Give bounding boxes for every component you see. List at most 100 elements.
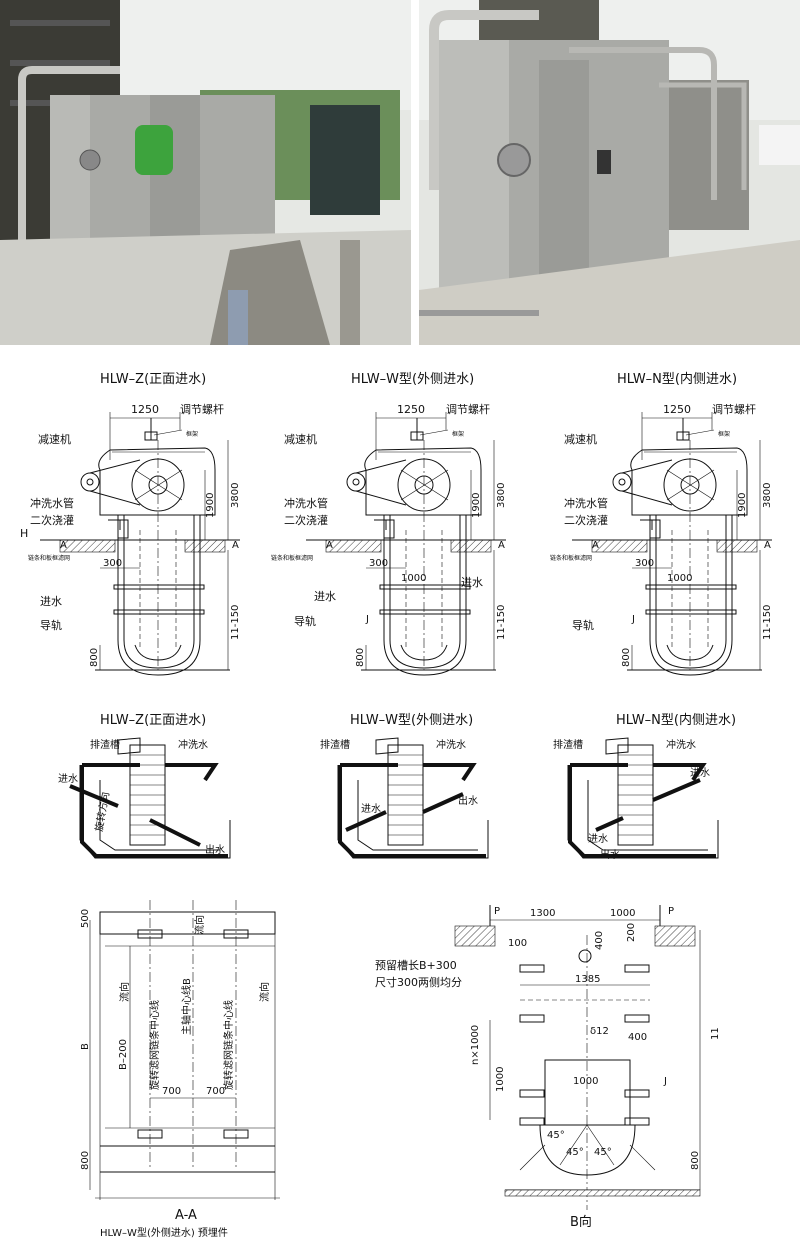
svg-text:1900: 1900 [471, 493, 482, 518]
svg-text:1300: 1300 [530, 908, 555, 919]
svg-text:1000: 1000 [610, 908, 635, 919]
svg-text:旋转滤网链条中心线: 旋转滤网链条中心线 [148, 1000, 161, 1090]
svg-text:300: 300 [369, 558, 388, 569]
svg-text:1900: 1900 [205, 493, 216, 518]
svg-text:700: 700 [162, 1086, 181, 1097]
svg-text:HLW–W型(外侧进水): HLW–W型(外侧进水) [350, 713, 473, 728]
svg-text:A: A [232, 540, 239, 551]
svg-text:进水: 进水 [314, 590, 336, 603]
svg-text:减速机: 减速机 [284, 432, 317, 446]
isometric-hlw-z: HLW–Z(正面进水) 排渣槽 冲洗水 进水 旋转方向 出水 [58, 713, 232, 860]
svg-text:框架: 框架 [452, 430, 464, 438]
svg-text:45°: 45° [566, 1147, 584, 1158]
svg-text:二次浇灌: 二次浇灌 [564, 513, 608, 527]
svg-text:A: A [326, 540, 333, 551]
elevation-title: HLW–N型(内侧进水) [617, 371, 737, 387]
elevation-title: HLW–W型(外侧进水) [351, 372, 474, 387]
svg-text:1250: 1250 [397, 403, 425, 416]
elevation-hlw-n: HLW–N型(内侧进水) 1250 调节螺杆 框架 减速机 冲洗水管 二次浇灌 … [550, 371, 773, 676]
svg-text:冲洗水: 冲洗水 [178, 738, 208, 751]
svg-text:链条和板框滤网: 链条和板框滤网 [271, 554, 313, 562]
svg-text:A: A [498, 540, 505, 551]
svg-text:出水: 出水 [205, 843, 225, 856]
svg-text:J: J [365, 614, 369, 625]
svg-text:1250: 1250 [131, 403, 159, 416]
svg-text:导轨: 导轨 [40, 618, 62, 632]
svg-text:800: 800 [690, 1151, 701, 1170]
svg-text:P: P [494, 906, 500, 917]
svg-text:45°: 45° [594, 1147, 612, 1158]
svg-text:B向: B向 [570, 1214, 592, 1230]
svg-text:J: J [663, 1076, 667, 1087]
svg-text:11: 11 [710, 1027, 721, 1040]
svg-text:500: 500 [80, 909, 91, 928]
svg-text:B: B [80, 1043, 91, 1050]
svg-text:1000: 1000 [401, 573, 426, 584]
svg-text:1000: 1000 [667, 573, 692, 584]
svg-text:旋转滤网链条中心线: 旋转滤网链条中心线 [222, 1000, 235, 1090]
section-a-a: 500 B 800 B–200 700 700 流向 流向 流向 旋转滤网链条中… [80, 900, 280, 1239]
svg-text:1000: 1000 [495, 1067, 506, 1092]
svg-text:11-150: 11-150 [762, 605, 773, 640]
svg-text:A: A [592, 540, 599, 551]
svg-text:HLW–W型(外侧进水) 预埋件: HLW–W型(外侧进水) 预埋件 [100, 1226, 228, 1239]
svg-text:减速机: 减速机 [564, 432, 597, 446]
svg-text:减速机: 减速机 [38, 432, 71, 446]
elevation-hlw-w: HLW–W型(外侧进水) 1250 调节螺杆 框架 减速机 冲洗水管 二次浇灌 … [271, 372, 507, 676]
technical-drawing-sheet: HLW–Z(正面进水) 1250 调节螺杆 框架 减速机 冲洗水管 二次浇灌 H… [20, 371, 773, 1239]
svg-text:排渣槽: 排渣槽 [320, 738, 350, 751]
svg-text:冲洗水管: 冲洗水管 [284, 496, 328, 510]
svg-text:导轨: 导轨 [572, 618, 594, 632]
svg-text:700: 700 [206, 1086, 225, 1097]
svg-text:HLW–N型(内侧进水): HLW–N型(内侧进水) [616, 712, 736, 728]
svg-text:11-150: 11-150 [230, 605, 241, 640]
svg-text:调节螺杆: 调节螺杆 [712, 402, 756, 416]
svg-text:预留槽长B+300: 预留槽长B+300 [375, 959, 457, 972]
svg-text:300: 300 [635, 558, 654, 569]
svg-text:进水: 进水 [461, 576, 483, 589]
svg-text:3800: 3800 [496, 483, 507, 508]
svg-text:出水: 出水 [600, 848, 620, 861]
svg-text:45°: 45° [547, 1130, 565, 1141]
svg-text:进水: 进水 [58, 773, 78, 785]
svg-text:流向: 流向 [258, 982, 271, 1002]
svg-text:δ12: δ12 [590, 1026, 609, 1037]
svg-text:链条和板框滤网: 链条和板框滤网 [550, 554, 592, 562]
photo-left [0, 0, 411, 345]
svg-text:J: J [631, 614, 635, 625]
svg-text:11-150: 11-150 [496, 605, 507, 640]
svg-text:框架: 框架 [718, 430, 730, 438]
svg-text:进水: 进水 [588, 833, 608, 845]
elevation-title: HLW–Z(正面进水) [100, 372, 206, 387]
svg-text:进水: 进水 [690, 767, 710, 779]
svg-text:B–200: B–200 [118, 1039, 129, 1070]
svg-text:流向: 流向 [118, 982, 131, 1002]
svg-text:HLW–Z(正面进水): HLW–Z(正面进水) [100, 713, 206, 728]
svg-text:排渣槽: 排渣槽 [553, 738, 583, 751]
svg-text:冲洗水: 冲洗水 [666, 738, 696, 751]
svg-text:1900: 1900 [737, 493, 748, 518]
svg-text:链条和板框滤网: 链条和板框滤网 [28, 554, 70, 562]
svg-text:3800: 3800 [762, 483, 773, 508]
svg-text:300: 300 [103, 558, 122, 569]
svg-text:进水: 进水 [40, 595, 62, 608]
svg-text:200: 200 [626, 923, 637, 942]
svg-text:二次浇灌: 二次浇灌 [30, 513, 74, 527]
svg-text:主轴中心线B: 主轴中心线B [180, 978, 193, 1035]
svg-text:1250: 1250 [663, 403, 691, 416]
svg-text:A: A [764, 540, 771, 551]
photo-right [419, 0, 800, 345]
svg-text:800: 800 [89, 648, 100, 667]
elevation-hlw-z: HLW–Z(正面进水) 1250 调节螺杆 框架 减速机 冲洗水管 二次浇灌 H… [20, 372, 241, 676]
svg-text:排渣槽: 排渣槽 [90, 738, 120, 751]
svg-text:流向: 流向 [193, 915, 206, 935]
svg-text:H: H [20, 527, 28, 540]
isometric-hlw-w: HLW–W型(外侧进水) 排渣槽 冲洗水 进水 出水 [320, 713, 490, 860]
svg-text:冲洗水管: 冲洗水管 [564, 496, 608, 510]
svg-text:调节螺杆: 调节螺杆 [180, 402, 224, 416]
view-b: P P 1300 1000 100 400 200 预留槽长B+300 尺寸30… [375, 905, 721, 1230]
svg-text:冲洗水管: 冲洗水管 [30, 496, 74, 510]
isometric-hlw-n: HLW–N型(内侧进水) 排渣槽 冲洗水 进水 进水 出水 [553, 712, 736, 861]
svg-text:进水: 进水 [361, 803, 381, 815]
svg-text:800: 800 [621, 648, 632, 667]
